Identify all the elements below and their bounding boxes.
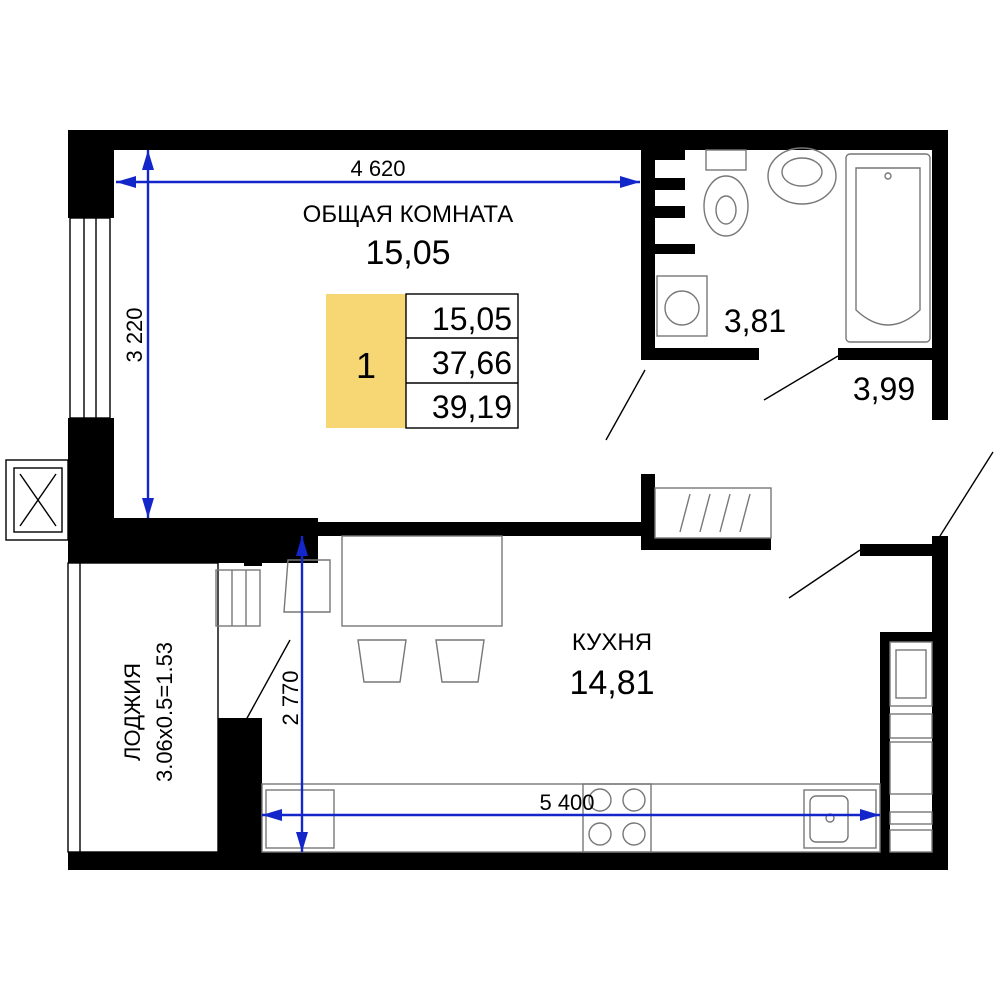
living-room-area: 15,05 <box>365 234 450 272</box>
door-living <box>605 369 646 441</box>
kitchen-sink <box>803 789 877 849</box>
stove <box>582 783 652 853</box>
windows <box>5 217 219 853</box>
wall-loggia-bottom <box>68 852 228 870</box>
walls <box>68 130 948 870</box>
chair-3 <box>283 559 331 613</box>
washing-machine <box>656 275 708 337</box>
shaft-1 <box>655 150 685 160</box>
summary-total-with-loggia: 39,19 <box>432 389 512 425</box>
kitchen-counter <box>261 783 881 853</box>
wall-kitchen-left-stub <box>244 536 262 566</box>
door-entrance <box>939 451 994 537</box>
cabinet-4 <box>889 811 933 825</box>
wall-living-kitchen <box>68 518 318 563</box>
shaft-3 <box>655 206 685 218</box>
rooms-count: 1 <box>356 345 376 386</box>
bathroom-sink <box>767 147 837 205</box>
wall-bath-bottom-left <box>641 348 759 360</box>
chair-1 <box>357 639 407 683</box>
rooms-count-cell <box>326 294 406 428</box>
wall-right-upper <box>932 130 948 420</box>
fridge <box>265 789 335 849</box>
wall-entry-stub <box>860 544 948 556</box>
loggia-name: ЛОДЖИЯ <box>120 663 145 761</box>
dim-kitchen-width-label: 5 400 <box>539 790 594 815</box>
wall-bath-bottom-right <box>838 348 938 360</box>
dim-living-width-label: 4 620 <box>350 156 405 181</box>
chair-2 <box>435 639 485 683</box>
fixtures <box>215 147 933 853</box>
summary-living-area: 15,05 <box>432 301 512 337</box>
wall-living-kitchen-2 <box>300 522 650 536</box>
summary-total-area: 37,66 <box>432 345 512 381</box>
living-room-name: ОБЩАЯ КОМНАТА <box>303 201 514 228</box>
wall-top <box>68 130 948 150</box>
cabinet-5 <box>889 829 933 853</box>
kitchen-name: КУХНЯ <box>572 629 652 656</box>
wall-closet <box>641 474 655 550</box>
wall-right-lower <box>932 536 948 870</box>
loggia-formula: 3.06x0.5=1.53 <box>152 642 177 782</box>
door-hall <box>788 549 861 599</box>
dining-table <box>341 535 503 627</box>
cabinet-2 <box>889 713 933 739</box>
toilet-tank <box>705 149 747 171</box>
vent-box <box>5 459 69 541</box>
hallway-area: 3,99 <box>853 371 915 407</box>
wall-bath-left <box>641 150 655 360</box>
dimension-lines <box>116 150 880 852</box>
cabinet-1 <box>889 641 933 707</box>
wall-kitchen-right-a <box>880 632 932 642</box>
doors <box>245 355 994 721</box>
wardrobe <box>654 487 772 539</box>
bathtub <box>845 153 931 343</box>
door-loggia <box>245 639 291 721</box>
shaft-4 <box>655 244 695 254</box>
bathroom-area: 3,81 <box>724 303 786 339</box>
area-summary-table <box>326 293 519 429</box>
wall-loggia-pillar <box>218 718 262 870</box>
toilet-bowl <box>703 175 749 237</box>
dim-kitchen-depth-label: 2 770 <box>278 670 303 725</box>
wall-closet-bottom <box>641 538 771 550</box>
kitchen-area: 14,81 <box>569 664 654 702</box>
radiator <box>215 569 261 627</box>
wall-kitchen-right-b <box>880 632 890 852</box>
wall-left-upper <box>68 130 114 218</box>
wall-bottom <box>218 852 948 870</box>
cabinet-3 <box>889 741 933 795</box>
window-living <box>69 217 111 419</box>
door-bathroom <box>763 355 839 401</box>
shaft-2 <box>655 178 685 190</box>
dim-living-depth-label: 3 220 <box>122 307 147 362</box>
loggia-outline <box>67 562 219 853</box>
